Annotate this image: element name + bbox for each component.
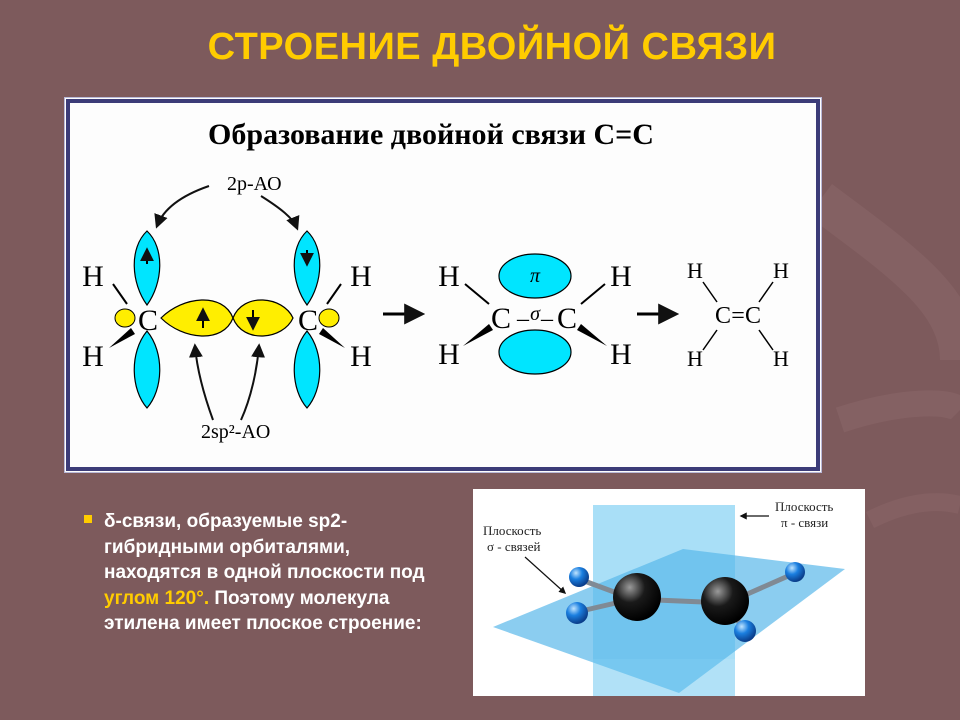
pi-plane-lower bbox=[593, 659, 735, 696]
pi-label: π bbox=[530, 265, 541, 287]
carbon-atom bbox=[613, 573, 661, 621]
slide-title: СТРОЕНИЕ ДВОЙНОЙ СВЯЗИ bbox=[207, 26, 777, 68]
bullet-text-after: Поэтому молекула этилена имеет плоское с… bbox=[104, 587, 422, 635]
atom-h-mid-left-top: H bbox=[438, 260, 460, 293]
plane-pi-label-line2: π - связи bbox=[781, 515, 828, 530]
bond-right-bottom bbox=[319, 328, 345, 348]
arrow-plane-sigma bbox=[524, 556, 567, 594]
bullet-marker bbox=[84, 515, 92, 523]
ethylene-molecule-model: Плоскость π - связи Плоскость σ - связей bbox=[483, 499, 845, 696]
atom-h-right-bottom: H bbox=[350, 340, 372, 373]
atom-c-mid-left: C bbox=[491, 302, 511, 335]
plane-sigma-label-line2: σ - связей bbox=[487, 539, 540, 554]
arrow-2sp2-right bbox=[240, 343, 266, 421]
label-2p-ao: 2р-АО bbox=[227, 173, 282, 195]
atom-c-formula-left: C bbox=[715, 303, 731, 329]
atom-h-mid-right-top: H bbox=[610, 260, 632, 293]
atom-c-mid-right: C bbox=[557, 302, 577, 335]
double-bond-sign: = bbox=[731, 303, 745, 329]
plane-pi-label-line1: Плоскость bbox=[775, 499, 833, 514]
bond-formula-right-top bbox=[758, 281, 774, 303]
plane-sigma-label-line1: Плоскость bbox=[483, 523, 541, 538]
bullet-text: δ-связи, образуемые sp2-гибридными орбит… bbox=[104, 509, 444, 637]
bond-right-top bbox=[326, 283, 342, 305]
atom-h-formula-right-bottom: H bbox=[773, 346, 789, 371]
pi-bond-clouds bbox=[498, 253, 572, 375]
arrow-2sp2-left bbox=[188, 343, 214, 421]
atom-h-mid-right-bottom: H bbox=[610, 338, 632, 371]
sigma-plane bbox=[493, 549, 845, 693]
left-carbon-orbitals bbox=[114, 230, 234, 409]
bond-mid-left-top bbox=[464, 283, 490, 305]
atom-h-left-bottom: H bbox=[82, 340, 104, 373]
bullet-highlight: углом 120°. bbox=[104, 587, 210, 609]
double-bond-diagram: Образование двойной связи С=С 2р-АО C H … bbox=[66, 99, 820, 471]
bond-formula-left-top bbox=[702, 281, 718, 303]
atom-h-right-top: H bbox=[350, 260, 372, 293]
carbon-atom bbox=[701, 577, 749, 625]
bond-mid-left-bottom bbox=[463, 324, 493, 346]
dash-mid-left: – bbox=[516, 306, 530, 332]
molecule-panel: Плоскость π - связи Плоскость σ - связей bbox=[473, 489, 865, 696]
hydrogen-atom bbox=[734, 620, 756, 642]
bond-formula-right-bottom bbox=[758, 329, 774, 351]
arrow-2p-right bbox=[260, 195, 300, 231]
bond-left-top bbox=[112, 283, 128, 305]
hydrogen-atom bbox=[566, 602, 588, 624]
atom-h-left-top: H bbox=[82, 260, 104, 293]
atom-c-formula-right: C bbox=[745, 303, 761, 329]
hydrogen-atom bbox=[569, 567, 589, 587]
hydrogen-atom bbox=[785, 562, 805, 582]
bond-mid-right-top bbox=[580, 283, 606, 305]
label-2sp2-ao: 2sp²-AO bbox=[201, 421, 270, 443]
right-carbon-orbitals bbox=[232, 230, 340, 409]
atom-h-mid-left-bottom: H bbox=[438, 338, 460, 371]
bond-left-bottom bbox=[109, 328, 135, 348]
atom-h-formula-right-top: H bbox=[773, 258, 789, 283]
bond-formula-left-bottom bbox=[702, 329, 718, 351]
atom-h-formula-left-top: H bbox=[687, 258, 703, 283]
arrow-2p-left bbox=[154, 185, 210, 229]
atom-c-right: C bbox=[298, 304, 318, 337]
dash-mid-right: – bbox=[540, 306, 554, 332]
atom-c-left: C bbox=[138, 304, 158, 337]
diagram-heading: Образование двойной связи С=С bbox=[208, 118, 654, 151]
atom-h-formula-left-bottom: H bbox=[687, 346, 703, 371]
sigma-label: σ bbox=[530, 303, 541, 325]
diagram-panel: Образование двойной связи С=С 2р-АО C H … bbox=[64, 97, 822, 473]
bullet-text-before: δ-связи, образуемые sp2-гибридными орбит… bbox=[104, 511, 425, 583]
bond-mid-right-bottom bbox=[577, 324, 607, 346]
diagram-frame bbox=[66, 99, 820, 471]
